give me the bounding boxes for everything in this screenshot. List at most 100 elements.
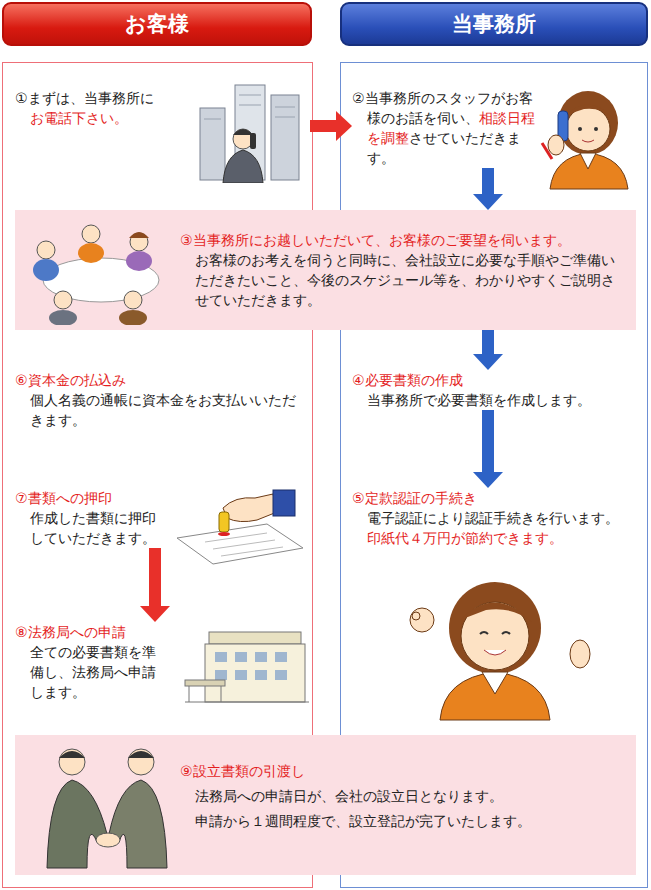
- stamping-hand-figure: [219, 512, 229, 532]
- legal-bureau-building: [235, 670, 247, 680]
- legal-bureau-building: [185, 632, 309, 702]
- staff-ok-figure: [482, 672, 508, 694]
- meeting-figure: [37, 241, 55, 259]
- staff-phone-figure: [582, 140, 594, 142]
- staff-ok-figure: [484, 650, 506, 655]
- handshake-figure: [37, 738, 177, 873]
- flow-arrow: [310, 120, 336, 132]
- legal-bureau-building: [275, 652, 287, 662]
- handshake-figure: [47, 780, 107, 868]
- staff-ok-figure: [422, 632, 446, 688]
- meeting-figure: [54, 291, 72, 309]
- step-text: 個人名義の通帳に資本金をお支払いいただきます。: [15, 390, 307, 430]
- flow-arrow: [482, 330, 494, 354]
- step-heading: お客様: [125, 14, 189, 34]
- step-text: 全ての必要書類を準備し、法務局へ申請します。: [15, 642, 167, 702]
- legal-bureau-building: [255, 652, 267, 662]
- text-area: ⑧法務局への申請全ての必要書類を準備し、法務局へ申請します。: [15, 622, 167, 702]
- stamping-hand-figure: [218, 532, 230, 536]
- text-area: お客様: [125, 14, 189, 34]
- stamping-hand-figure: [273, 490, 295, 516]
- stamping-hand-figure: [213, 540, 275, 549]
- step-heading: ⑨設立書類の引渡し: [180, 759, 625, 784]
- text-area: ⑦書類への押印作成した書類に押印していただきます。: [15, 488, 167, 548]
- meeting-figure: [82, 225, 100, 243]
- step-text: 印紙代４万円が節約できます。: [352, 528, 644, 548]
- meeting-figure: [78, 243, 104, 263]
- staff-ok-figure: [410, 582, 590, 720]
- legal-bureau-building: [275, 670, 287, 680]
- office-buildings-figure: [204, 119, 221, 120]
- staff-phone-figure: [542, 91, 628, 189]
- step-text: お電話下さい。: [15, 108, 193, 128]
- step-text: 申請から１週間程度で、設立登記が完了いたします。: [180, 809, 625, 834]
- text-area: ①まずは、当事務所にお電話下さい。: [15, 88, 193, 128]
- office-buildings-figure: [239, 105, 261, 106]
- step-heading: ①まずは、当事務所に: [15, 88, 193, 108]
- office-buildings-figure: [271, 95, 299, 180]
- meeting-figure: [129, 232, 149, 238]
- flow-arrow: [482, 410, 494, 472]
- staff-ok-figure: [449, 582, 541, 674]
- staff-phone-figure: [548, 135, 564, 155]
- text-area: ⑨設立書類の引渡し法務局への申請日が、会社の設立日となります。申請から１週間程度…: [180, 759, 625, 834]
- step-box: ①まずは、当事務所にお電話下さい。: [15, 88, 310, 128]
- office-buildings-figure: [275, 117, 295, 118]
- step-paragraph: ②当事務所のスタッフがお客様のお話を伺い、相談日程を調整させていただきます。: [352, 88, 540, 168]
- legal-bureau-building: [209, 632, 301, 644]
- meeting-figure: [124, 291, 142, 309]
- step-heading: ⑥資本金の払込み: [15, 370, 307, 390]
- text-area: ②当事務所のスタッフがお客様のお話を伺い、相談日程を調整させていただきます。: [352, 88, 540, 168]
- staff-phone-figure: [594, 127, 598, 131]
- stamping-hand-figure: [177, 524, 303, 564]
- step-heading: ④必要書類の作成: [352, 370, 637, 390]
- handshake-figure: [128, 751, 154, 758]
- meeting-figure: [33, 259, 59, 281]
- staff-phone-figure: [550, 153, 628, 189]
- column-header: 当事務所: [340, 2, 648, 46]
- stamping-hand-figure: [221, 547, 283, 556]
- legal-bureau-building: [185, 702, 309, 703]
- step-text: 法務局への申請日が、会社の設立日となります。: [180, 784, 625, 809]
- staff-ok-figure: [460, 602, 532, 622]
- office-buildings-figure: [223, 150, 263, 183]
- legal-bureau-building: [215, 670, 227, 680]
- step-heading: ⑦書類への押印: [15, 488, 167, 508]
- step-band: ⑨設立書類の引渡し法務局への申請日が、会社の設立日となります。申請から１週間程度…: [15, 735, 636, 875]
- office-buildings-figure: [195, 83, 305, 183]
- office-buildings-figure: [239, 95, 261, 96]
- staff-phone-figure: [542, 143, 552, 159]
- step-box: ②当事務所のスタッフがお客様のお話を伺い、相談日程を調整させていただきます。: [352, 88, 540, 168]
- legal-bureau-building: [189, 686, 190, 702]
- text-area: ⑤定款認証の手続き電子認証により認証手続きを行います。印紙代４万円が節約できます…: [352, 488, 644, 548]
- staff-phone-figure: [580, 153, 596, 169]
- step-text: 当事務所で必要書類を作成します。: [352, 390, 637, 410]
- meeting-figure: [130, 233, 148, 251]
- staff-ok-figure: [480, 632, 488, 634]
- flow-arrow: [149, 548, 161, 606]
- stamping-hand-figure: [205, 533, 267, 542]
- step-box: ④必要書類の作成当事務所で必要書類を作成します。: [352, 370, 637, 410]
- staff-ok-figure: [502, 632, 510, 634]
- step-text: 電子認証により認証手続きを行います。: [352, 508, 644, 528]
- staff-ok-figure: [412, 612, 420, 620]
- step-box: ⑥資本金の払込み個人名義の通帳に資本金をお支払いいただきます。: [15, 370, 307, 430]
- text-area: ④必要書類の作成当事務所で必要書類を作成します。: [352, 370, 637, 410]
- staff-ok-figure: [440, 672, 550, 720]
- step-heading: 当事務所: [452, 14, 536, 34]
- step-box: ⑤定款認証の手続き電子認証により認証手続きを行います。印紙代４万円が節約できます…: [352, 488, 644, 548]
- step-heading: ③当事務所にお越しいただいて、お客様のご要望を伺います。: [180, 230, 625, 250]
- office-buildings-figure: [233, 129, 253, 135]
- column-header: お客様: [2, 2, 312, 46]
- text-area: 当事務所: [452, 14, 536, 34]
- legal-bureau-building: [221, 686, 222, 702]
- legal-bureau-building: [235, 652, 247, 662]
- staff-phone-figure: [566, 107, 610, 151]
- staff-ok-figure: [410, 608, 434, 632]
- step-text: お客様のお考えを伺うと同時に、会社設立に必要な手順やご準備いただきたいこと、今後…: [180, 250, 625, 310]
- legal-bureau-building: [185, 680, 225, 686]
- meeting-figure: [21, 220, 181, 325]
- step-box: ⑧法務局への申請全ての必要書類を準備し、法務局へ申請します。: [15, 622, 167, 702]
- step-heading: ⑤定款認証の手続き: [352, 488, 644, 508]
